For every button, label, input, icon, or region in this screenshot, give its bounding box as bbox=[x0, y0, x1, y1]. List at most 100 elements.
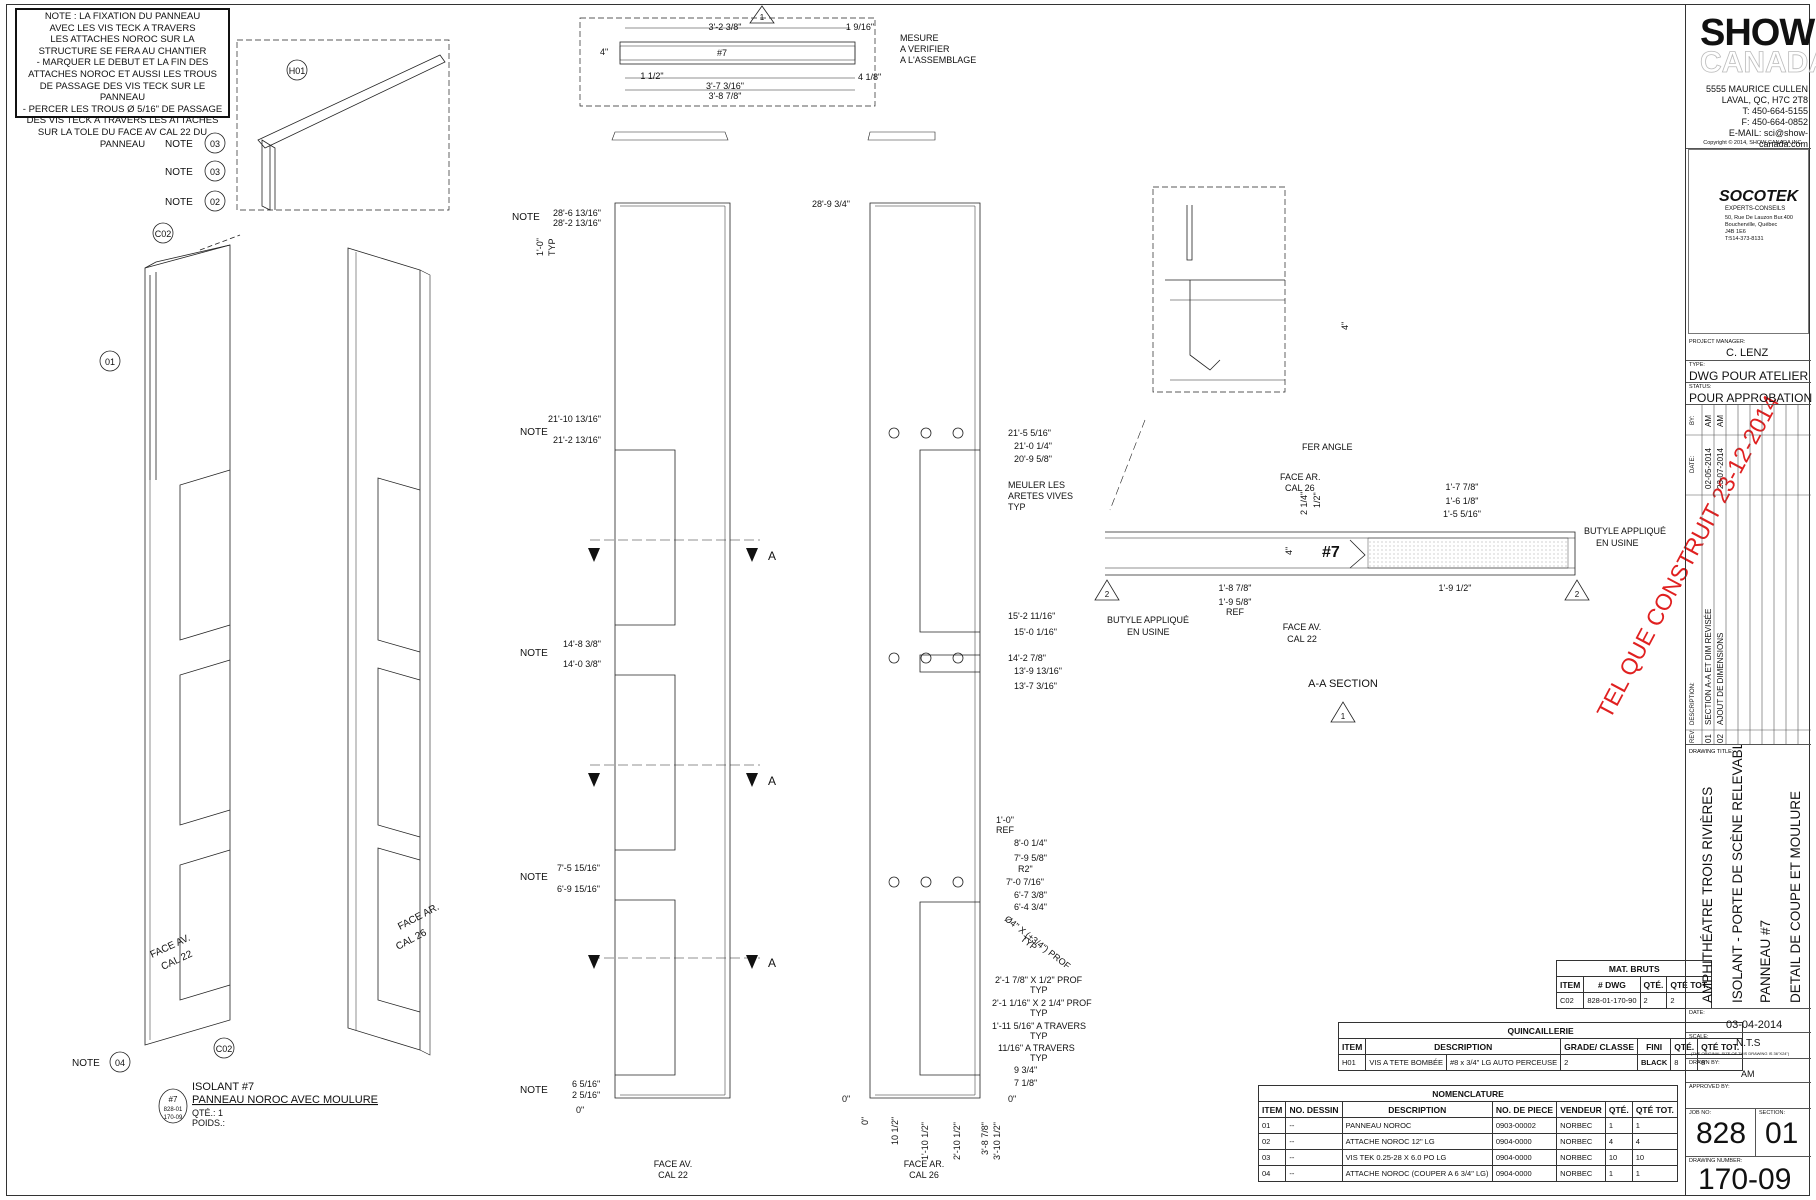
table-cell: -- bbox=[1285, 1149, 1343, 1166]
topview-triangle: 1 bbox=[760, 13, 765, 22]
tv-dim-6: 3'-7 3/16" bbox=[706, 81, 744, 91]
drawn-value: AM bbox=[1741, 1069, 1755, 1079]
socotek-address-line: J4B 1E6 bbox=[1725, 229, 1746, 235]
rev2-date: 23-07-2014 bbox=[1716, 448, 1725, 489]
quinc-header: GRADE/ CLASSE bbox=[1560, 1038, 1639, 1055]
table-cell: NORBEC bbox=[1556, 1165, 1606, 1182]
sec-butyle-4: EN USINE bbox=[1127, 627, 1170, 637]
callout-04: 04 bbox=[115, 1058, 125, 1068]
table-cell: -- bbox=[1285, 1165, 1343, 1182]
table-cell: 02 bbox=[1257, 1133, 1287, 1150]
back-dim-14: 7'-0 7/16" bbox=[1006, 877, 1044, 887]
type-block: TYPE: DWG POUR ATELIER bbox=[1686, 361, 1811, 383]
table-cell: NORBEC bbox=[1556, 1133, 1606, 1150]
table-cell: ATTACHE NOROC (COUPER A 6 3/4" LG) bbox=[1341, 1165, 1493, 1182]
h01-label: H01 bbox=[289, 66, 306, 76]
sec-d5: 1/2" bbox=[1312, 492, 1322, 508]
table-cell: 0904-0000 bbox=[1491, 1149, 1558, 1166]
section-value: 01 bbox=[1765, 1117, 1799, 1150]
status-block: STATUS: POUR APPROBATION bbox=[1686, 383, 1812, 405]
sec-face-av: FACE AV. bbox=[1283, 622, 1322, 632]
note-line: AVEC LES VIS TECK A TRAVERS bbox=[49, 22, 196, 34]
part-subtitle: PANNEAU NOROC AVEC MOULURE bbox=[192, 1094, 378, 1106]
nomen-header: NO. DESSIN bbox=[1285, 1101, 1343, 1118]
table-cell: 03 bbox=[1257, 1149, 1287, 1166]
status-label: STATUS: bbox=[1689, 384, 1712, 390]
sec-cal26: CAL 26 bbox=[1285, 483, 1315, 493]
back-b-zero: 0" bbox=[860, 1117, 870, 1125]
table-cell: -- bbox=[1285, 1117, 1343, 1134]
quinc-title: QUINCAILLERIE bbox=[1337, 1022, 1744, 1039]
rev1-date: 02-05-2014 bbox=[1704, 448, 1713, 489]
drawing-title-block: DRAWING TITLE: AMPHITHÉATRE TROIS RIVIÈR… bbox=[1686, 745, 1811, 1009]
back-cal: CAL 26 bbox=[909, 1170, 939, 1180]
back-dim-13: R2" bbox=[1018, 864, 1033, 874]
callout-03a: 03 bbox=[210, 139, 220, 149]
sec-vert-dim: 4" bbox=[1340, 322, 1350, 330]
sec-face-ar: FACE AR. bbox=[1280, 472, 1321, 482]
table-cell: 828-01-170-90 bbox=[1583, 992, 1641, 1009]
rev2-desc: AJOUT DE DIMENSIONS bbox=[1716, 633, 1725, 725]
dn-value: 170-09 bbox=[1698, 1163, 1792, 1196]
note-line: - MARQUER LE DEBUT ET LA FIN DES bbox=[36, 57, 209, 69]
back-dim-12: 7'-9 5/8" bbox=[1014, 853, 1047, 863]
front-dim-10: 2 5/16" bbox=[572, 1090, 600, 1100]
front-note-5: NOTE bbox=[520, 1085, 548, 1096]
callout-01: 01 bbox=[105, 357, 115, 367]
part-tag-ref1: 828-01 bbox=[164, 1107, 183, 1113]
table-cell: 0904-0000 bbox=[1491, 1133, 1558, 1150]
type-value: DWG POUR ATELIER bbox=[1689, 369, 1809, 383]
mat-header: QTÉ. bbox=[1639, 976, 1668, 993]
sec-cal22: CAL 22 bbox=[1287, 634, 1317, 644]
table-cell: PANNEAU NOROC bbox=[1341, 1117, 1493, 1134]
scale-note: (THE ORIGINAL SIZE OF THIS DRAWING IS 36… bbox=[1691, 1051, 1790, 1056]
iso-cal26: CAL 26 bbox=[394, 927, 429, 952]
socotek-block: SOCOTEK EXPERTS-CONSEILS 50, Rue De Lauz… bbox=[1688, 149, 1809, 334]
socotek-sub: EXPERTS-CONSEILS bbox=[1725, 206, 1786, 212]
sec-fer: FER ANGLE bbox=[1302, 442, 1353, 452]
back-b5: 3'-10 1/2" bbox=[992, 1122, 1002, 1160]
sec-num: #7 bbox=[1322, 544, 1340, 561]
back-h2: 2'-1 1/16" X 2 1/4" PROF bbox=[992, 998, 1092, 1008]
type-label: TYPE: bbox=[1689, 362, 1705, 368]
back-dim-8: 13'-7 3/16" bbox=[1014, 681, 1057, 691]
rev-rev-label: REV: bbox=[1690, 729, 1696, 743]
table-cell: 0904-0000 bbox=[1491, 1165, 1558, 1182]
back-b0: 0" bbox=[842, 1094, 850, 1104]
front-dim-4: 21'-2 13/16" bbox=[553, 435, 601, 445]
back-top: 28'-9 3/4" bbox=[812, 199, 850, 209]
back-b2: 1'-10 1/2" bbox=[920, 1122, 930, 1160]
sec-d9: 1'-9 5/8" bbox=[1219, 597, 1252, 607]
callout-c02-bottom: C02 bbox=[216, 1044, 233, 1054]
note-label-4: NOTE bbox=[72, 1058, 100, 1069]
date-label: DATE: bbox=[1689, 1010, 1705, 1016]
table-row: 04--ATTACHE NOROC (COUPER A 6 3/4" LG)09… bbox=[1257, 1165, 1679, 1182]
note-line: DE PASSAGE DES VIS TECK SUR LE PANNEAU bbox=[39, 80, 206, 104]
socotek-address-line: T:514-373-8131 bbox=[1725, 236, 1764, 242]
sec-tri-title: 1 bbox=[1341, 712, 1346, 721]
back-dim-9: 1'-0" bbox=[996, 815, 1014, 825]
front-typ-2: TYP bbox=[547, 238, 557, 256]
nomen-header: QTÉ TOT. bbox=[1631, 1101, 1679, 1118]
back-h2t: TYP bbox=[1030, 1008, 1048, 1018]
table-cell: 10 bbox=[1604, 1149, 1633, 1166]
revision-block: BY: DATE: DESCRIPTION: REV: AM AM 02-05-… bbox=[1686, 405, 1811, 745]
table-cell: 10 bbox=[1631, 1149, 1679, 1166]
table-cell: NORBEC bbox=[1556, 1149, 1606, 1166]
socotek-logo: SOCOTEK bbox=[1719, 188, 1799, 205]
nomen-header: QTÉ. bbox=[1604, 1101, 1633, 1118]
sec-tri-left: 2 bbox=[1105, 590, 1110, 599]
table-cell: 4 bbox=[1604, 1133, 1633, 1150]
job-block: JOB NO: 828 SECTION: 01 bbox=[1686, 1109, 1811, 1157]
back-b4: 3'-8 7/8" bbox=[980, 1122, 990, 1155]
table-cell: C02 bbox=[1555, 992, 1585, 1009]
dt-line-2: ISOLANT - PORTE DE SCÈNE RELEVABLE bbox=[1730, 745, 1745, 1003]
back-dim-11: 8'-0 1/4" bbox=[1014, 838, 1047, 848]
part-title: ISOLANT #7 bbox=[192, 1081, 254, 1093]
date-value: 03-04-2014 bbox=[1726, 1019, 1783, 1031]
approved-label: APPROVED BY: bbox=[1689, 1084, 1730, 1090]
note-line: SUR LA TOLE DU FACE AV CAL 22 DU PANNEAU bbox=[37, 126, 208, 150]
